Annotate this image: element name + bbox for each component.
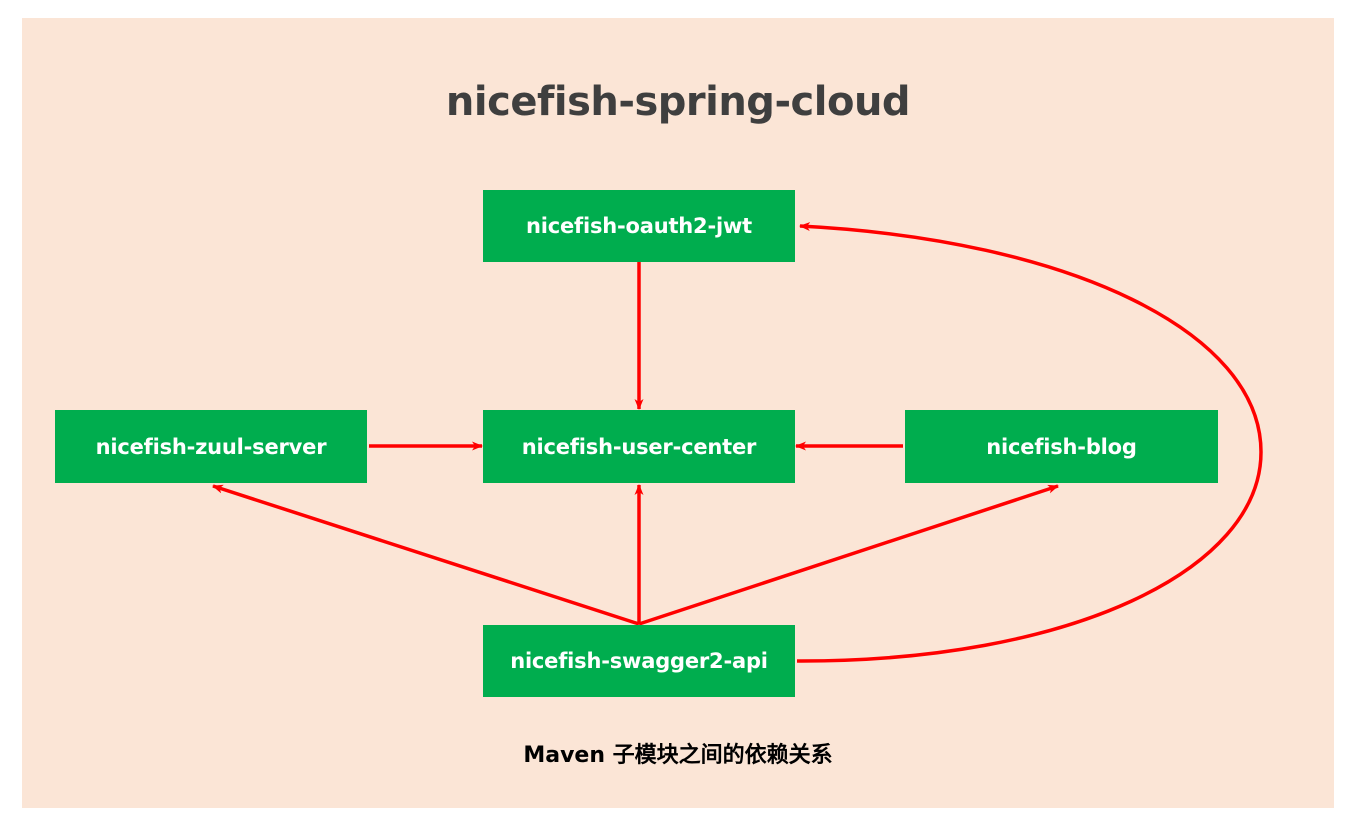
node-nicefish-user-center[interactable]: nicefish-user-center: [483, 410, 795, 483]
node-nicefish-swagger2-api[interactable]: nicefish-swagger2-api: [483, 625, 795, 697]
node-label: nicefish-oauth2-jwt: [525, 214, 753, 238]
node-label: nicefish-swagger2-api: [510, 649, 768, 673]
diagram-caption: Maven 子模块之间的依赖关系: [523, 743, 833, 768]
node-nicefish-blog[interactable]: nicefish-blog: [905, 410, 1218, 483]
page-title: nicefish-spring-cloud: [445, 79, 911, 125]
node-label: nicefish-user-center: [521, 434, 757, 459]
node-label: nicefish-zuul-server: [95, 434, 327, 459]
node-nicefish-oauth2-jwt[interactable]: nicefish-oauth2-jwt: [483, 190, 795, 262]
node-nicefish-zuul-server[interactable]: nicefish-zuul-server: [55, 410, 367, 483]
node-label: nicefish-blog: [986, 434, 1137, 459]
